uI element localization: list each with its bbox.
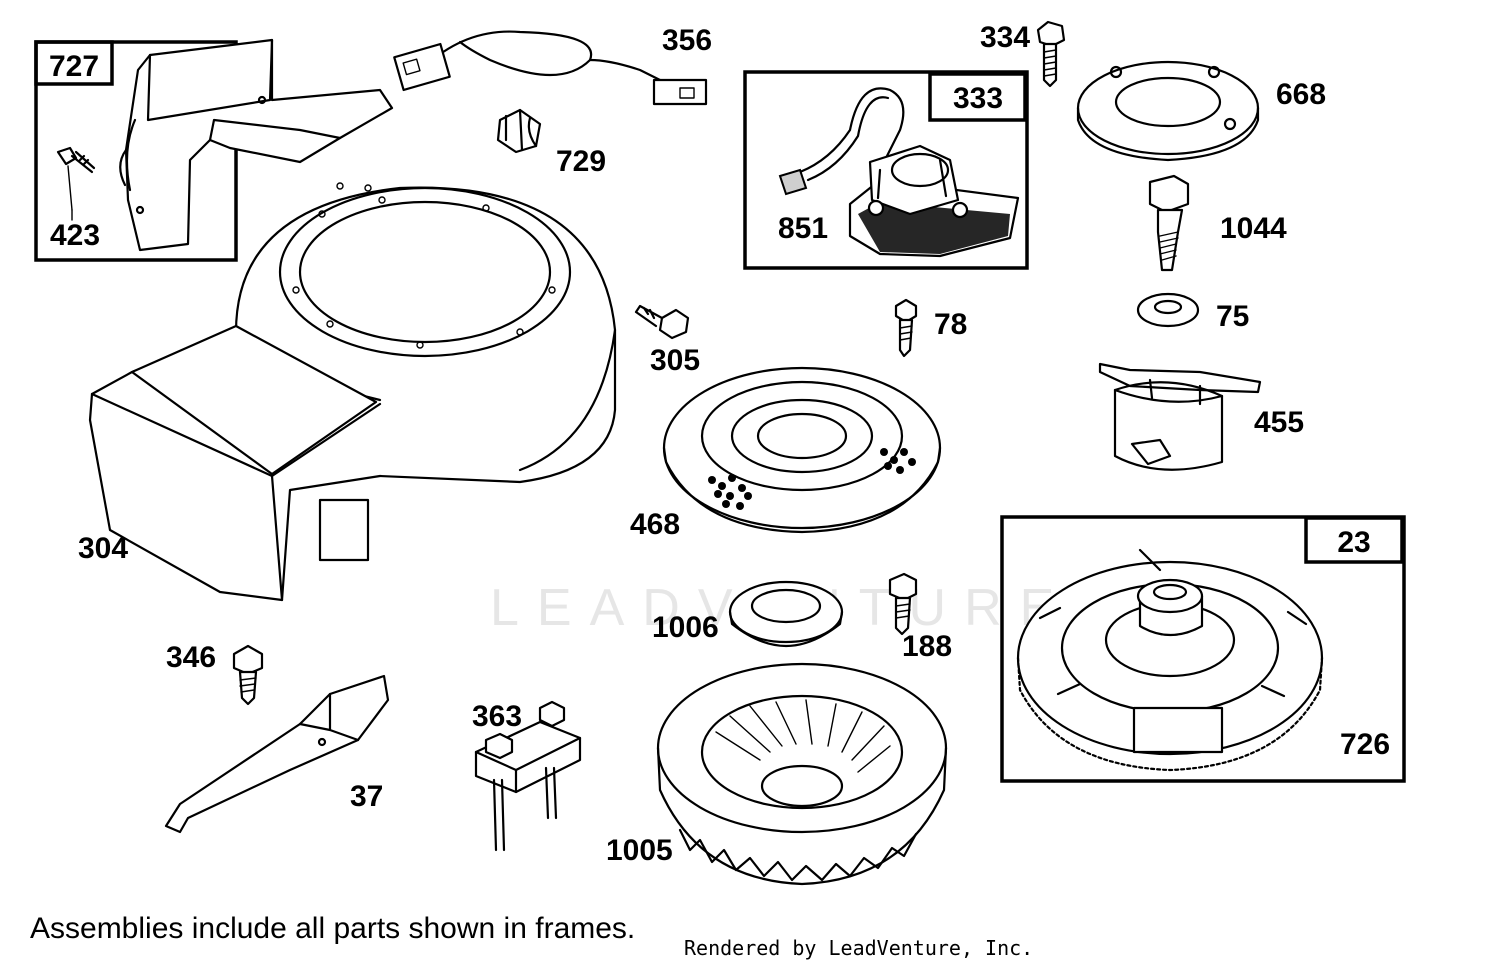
part-label-75: 75 <box>1216 300 1249 333</box>
bolt-334-drawing <box>1036 20 1066 88</box>
plate-668-drawing <box>1076 60 1260 162</box>
air-guide-37-drawing <box>164 674 390 834</box>
part-label-78: 78 <box>934 308 967 341</box>
part-label-1044: 1044 <box>1220 212 1287 245</box>
part-label-423: 423 <box>50 219 100 252</box>
screw-188-drawing <box>888 572 918 636</box>
frame-label-333: 333 <box>953 82 1003 115</box>
frame-23[interactable]: 23 <box>1000 515 1406 783</box>
part-label-851: 851 <box>778 212 828 245</box>
part-label-188: 188 <box>902 630 952 663</box>
bracket-363-drawing <box>474 700 582 852</box>
part-label-726: 726 <box>1340 728 1390 761</box>
washer-75-drawing <box>1136 292 1200 328</box>
baffle-727-drawing <box>119 38 394 252</box>
screw-423-drawing <box>56 146 96 211</box>
screw-78-drawing <box>894 298 918 358</box>
frame-727[interactable]: 727 <box>34 40 238 262</box>
retainer-1006-drawing <box>728 580 844 648</box>
cup-455-drawing <box>1098 362 1262 471</box>
wire-356-drawing <box>393 30 708 106</box>
part-label-1006: 1006 <box>652 611 719 644</box>
part-label-729: 729 <box>556 145 606 178</box>
screw-346-drawing <box>232 644 264 706</box>
frame-label-23: 23 <box>1337 526 1370 559</box>
assemblies-note: Assemblies include all parts shown in fr… <box>30 912 636 945</box>
screw-305-drawing <box>634 304 690 340</box>
frame-label-727: 727 <box>49 50 99 83</box>
part-label-356: 356 <box>662 24 712 57</box>
frame-333[interactable]: 333 <box>743 70 1029 270</box>
armature-333-drawing <box>778 87 1020 258</box>
stud-1044-drawing <box>1148 174 1190 272</box>
fan-1005-drawing <box>656 662 948 886</box>
part-label-468: 468 <box>630 508 680 541</box>
part-label-455: 455 <box>1254 406 1304 439</box>
part-label-304: 304 <box>78 532 128 565</box>
screen-468-drawing <box>662 366 942 534</box>
part-label-1005: 1005 <box>606 834 673 867</box>
part-label-668: 668 <box>1276 78 1326 111</box>
part-label-334: 334 <box>980 21 1030 54</box>
part-label-305: 305 <box>650 344 700 377</box>
part-label-37: 37 <box>350 780 383 813</box>
part-label-363: 363 <box>472 700 522 733</box>
blower-housing-304-drawing <box>88 182 617 602</box>
flywheel-726-drawing <box>1016 548 1324 772</box>
rendered-by-credit: Rendered by LeadVenture, Inc. <box>684 936 1034 960</box>
grommet-729-drawing <box>496 108 542 154</box>
part-label-346: 346 <box>166 641 216 674</box>
